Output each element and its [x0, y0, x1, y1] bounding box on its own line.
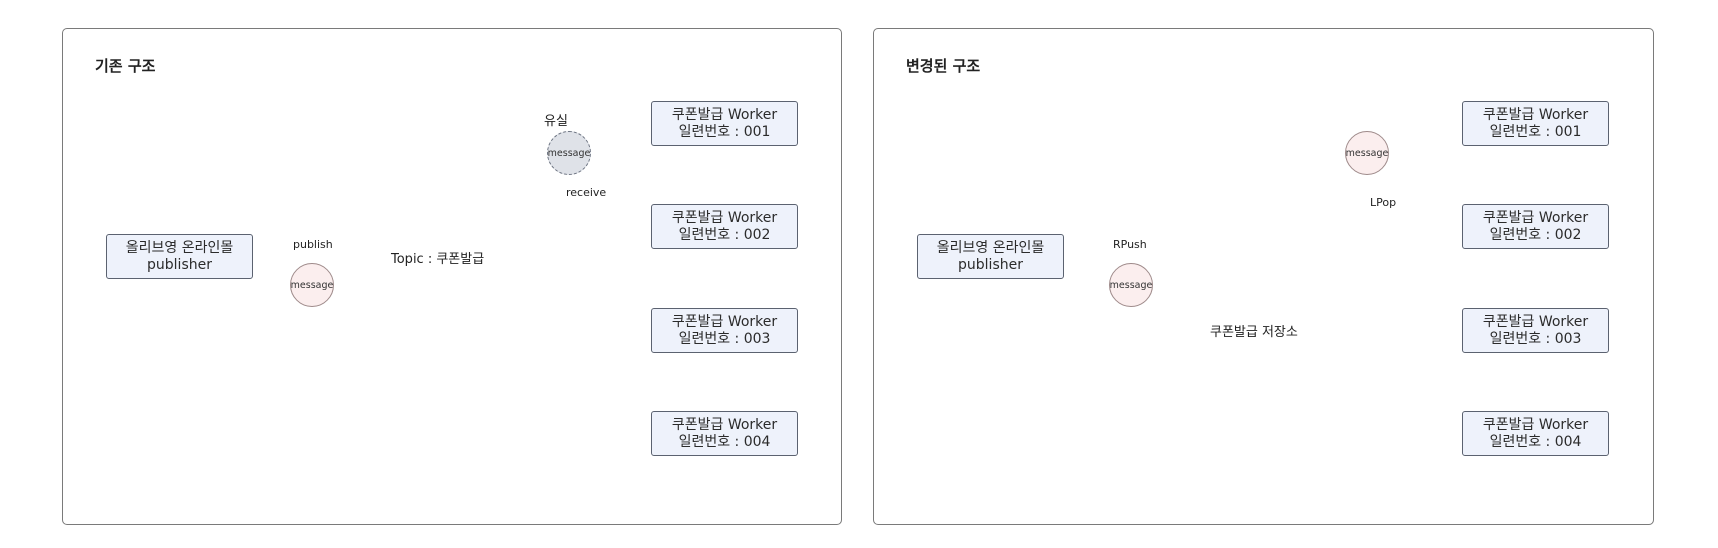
lost-label: 유실 — [544, 114, 568, 129]
topic-label: Topic : 쿠폰발급 — [391, 252, 485, 267]
publisher-name: 올리브영 온라인몰 — [936, 239, 1045, 256]
receive-label: receive — [566, 186, 607, 199]
worker-name: 쿠폰발급 Worker — [1482, 313, 1589, 330]
worker-name: 쿠폰발급 Worker — [1482, 416, 1589, 433]
worker-serial: 일련번호 : 001 — [1489, 123, 1582, 140]
publisher-node: 올리브영 온라인몰 publisher — [917, 234, 1064, 279]
publisher-node: 올리브영 온라인몰 publisher — [106, 234, 253, 279]
message-circle: message — [290, 263, 334, 307]
worker-serial: 일련번호 : 001 — [678, 123, 771, 140]
publisher-name: 올리브영 온라인몰 — [125, 239, 234, 256]
worker-name: 쿠폰발급 Worker — [1482, 209, 1589, 226]
panel-title: 변경된 구조 — [906, 57, 981, 75]
worker-serial: 일련번호 : 002 — [1489, 226, 1582, 243]
worker-node-003: 쿠폰발급 Worker 일련번호 : 003 — [651, 308, 798, 353]
publisher-role: publisher — [147, 256, 212, 273]
rpush-label: RPush — [1113, 238, 1147, 251]
message-circle: message — [1109, 263, 1153, 307]
worker-name: 쿠폰발급 Worker — [671, 106, 778, 123]
storage-label: 쿠폰발급 저장소 — [1210, 325, 1298, 340]
worker-serial: 일련번호 : 002 — [678, 226, 771, 243]
publisher-role: publisher — [958, 256, 1023, 273]
worker-node-002: 쿠폰발급 Worker 일련번호 : 002 — [1462, 204, 1609, 249]
worker-node-001: 쿠폰발급 Worker 일련번호 : 001 — [651, 101, 798, 146]
lpop-message-circle: message — [1345, 131, 1389, 175]
worker-node-002: 쿠폰발급 Worker 일련번호 : 002 — [651, 204, 798, 249]
worker-serial: 일련번호 : 003 — [678, 330, 771, 347]
worker-name: 쿠폰발급 Worker — [671, 313, 778, 330]
worker-serial: 일련번호 : 004 — [1489, 433, 1582, 450]
worker-name: 쿠폰발급 Worker — [1482, 106, 1589, 123]
lost-message-circle: message — [547, 131, 591, 175]
worker-serial: 일련번호 : 004 — [678, 433, 771, 450]
worker-name: 쿠폰발급 Worker — [671, 416, 778, 433]
worker-node-004: 쿠폰발급 Worker 일련번호 : 004 — [651, 411, 798, 456]
publish-label: publish — [293, 238, 333, 251]
worker-serial: 일련번호 : 003 — [1489, 330, 1582, 347]
panel-title: 기존 구조 — [95, 57, 156, 75]
lpop-label: LPop — [1370, 196, 1397, 209]
worker-node-003: 쿠폰발급 Worker 일련번호 : 003 — [1462, 308, 1609, 353]
worker-name: 쿠폰발급 Worker — [671, 209, 778, 226]
worker-node-001: 쿠폰발급 Worker 일련번호 : 001 — [1462, 101, 1609, 146]
worker-node-004: 쿠폰발급 Worker 일련번호 : 004 — [1462, 411, 1609, 456]
